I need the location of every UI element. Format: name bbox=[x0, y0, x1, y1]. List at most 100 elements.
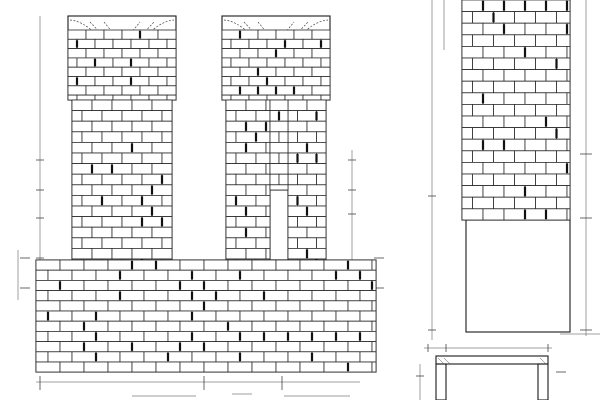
brick bbox=[103, 29, 123, 40]
brick bbox=[81, 237, 103, 249]
brick bbox=[306, 141, 327, 154]
brick bbox=[71, 141, 93, 154]
brick bbox=[59, 341, 85, 353]
brick bbox=[251, 279, 277, 291]
brick bbox=[119, 330, 145, 342]
brick bbox=[266, 76, 286, 87]
brick bbox=[299, 279, 325, 291]
brick bbox=[71, 131, 83, 143]
brick bbox=[139, 48, 159, 59]
brick bbox=[47, 269, 73, 281]
brick bbox=[293, 48, 313, 59]
brick bbox=[299, 320, 325, 332]
brick bbox=[320, 76, 331, 87]
brick bbox=[91, 163, 113, 175]
brick bbox=[248, 94, 268, 101]
wall-section bbox=[416, 0, 600, 400]
brick bbox=[306, 120, 327, 133]
brick bbox=[472, 196, 494, 210]
brick bbox=[139, 66, 159, 77]
brick bbox=[493, 150, 515, 163]
brick bbox=[263, 269, 289, 281]
brick bbox=[35, 300, 61, 312]
brick bbox=[275, 29, 295, 40]
brick bbox=[179, 300, 205, 312]
brick bbox=[111, 141, 133, 154]
brick bbox=[112, 57, 132, 68]
brick bbox=[225, 152, 237, 165]
brick bbox=[67, 66, 87, 77]
brick bbox=[166, 76, 177, 87]
brick bbox=[179, 279, 205, 291]
brick bbox=[482, 138, 505, 152]
brick bbox=[347, 361, 373, 373]
brick bbox=[535, 127, 557, 140]
brick bbox=[35, 320, 61, 332]
brick bbox=[95, 269, 121, 281]
brick bbox=[287, 216, 298, 228]
brick bbox=[287, 99, 308, 112]
brick bbox=[493, 196, 515, 210]
brick bbox=[35, 310, 49, 322]
brick bbox=[493, 57, 515, 71]
brick bbox=[239, 310, 265, 322]
right-dimension-marks bbox=[348, 150, 384, 289]
brick bbox=[275, 361, 301, 373]
brick bbox=[167, 310, 193, 322]
brick bbox=[266, 57, 286, 68]
brick bbox=[297, 194, 317, 207]
brick bbox=[239, 29, 259, 40]
brick bbox=[278, 131, 289, 143]
brick bbox=[514, 34, 536, 47]
brick bbox=[239, 351, 265, 363]
brick bbox=[461, 80, 473, 94]
brick bbox=[148, 57, 168, 68]
brick bbox=[245, 226, 267, 239]
brick bbox=[121, 85, 141, 96]
brick bbox=[225, 216, 237, 228]
brick bbox=[239, 66, 259, 77]
brick bbox=[269, 131, 280, 143]
brick bbox=[503, 0, 526, 13]
brick bbox=[85, 66, 105, 77]
brick bbox=[101, 194, 123, 207]
brick bbox=[151, 226, 173, 239]
brick bbox=[275, 341, 301, 353]
brick bbox=[359, 351, 377, 363]
brick bbox=[287, 205, 308, 218]
brick bbox=[227, 320, 253, 332]
brick bbox=[269, 184, 289, 191]
brick bbox=[311, 66, 331, 77]
brick bbox=[284, 76, 304, 87]
brick bbox=[323, 279, 349, 291]
pillar-elevation bbox=[17, 15, 384, 397]
brick bbox=[155, 361, 181, 373]
brick bbox=[266, 94, 286, 101]
brick bbox=[221, 48, 241, 59]
brick bbox=[503, 69, 526, 82]
brick bbox=[493, 11, 515, 24]
brick bbox=[299, 259, 325, 271]
brick bbox=[493, 173, 515, 187]
brick bbox=[94, 57, 114, 68]
brick bbox=[263, 310, 289, 322]
brick bbox=[245, 120, 267, 133]
brick bbox=[157, 48, 177, 59]
brick bbox=[302, 94, 322, 101]
brick bbox=[107, 361, 133, 373]
brick bbox=[91, 184, 113, 196]
brick bbox=[524, 46, 547, 59]
brick bbox=[514, 80, 536, 94]
brick bbox=[556, 11, 571, 24]
brick bbox=[472, 150, 494, 163]
brick bbox=[215, 351, 241, 363]
brick bbox=[306, 163, 327, 175]
brick bbox=[311, 330, 337, 342]
brick bbox=[566, 92, 571, 105]
brick bbox=[76, 76, 96, 87]
brick bbox=[141, 131, 163, 143]
brick bbox=[287, 110, 298, 122]
brick bbox=[71, 120, 93, 133]
brick bbox=[461, 46, 484, 59]
brick bbox=[297, 237, 317, 249]
